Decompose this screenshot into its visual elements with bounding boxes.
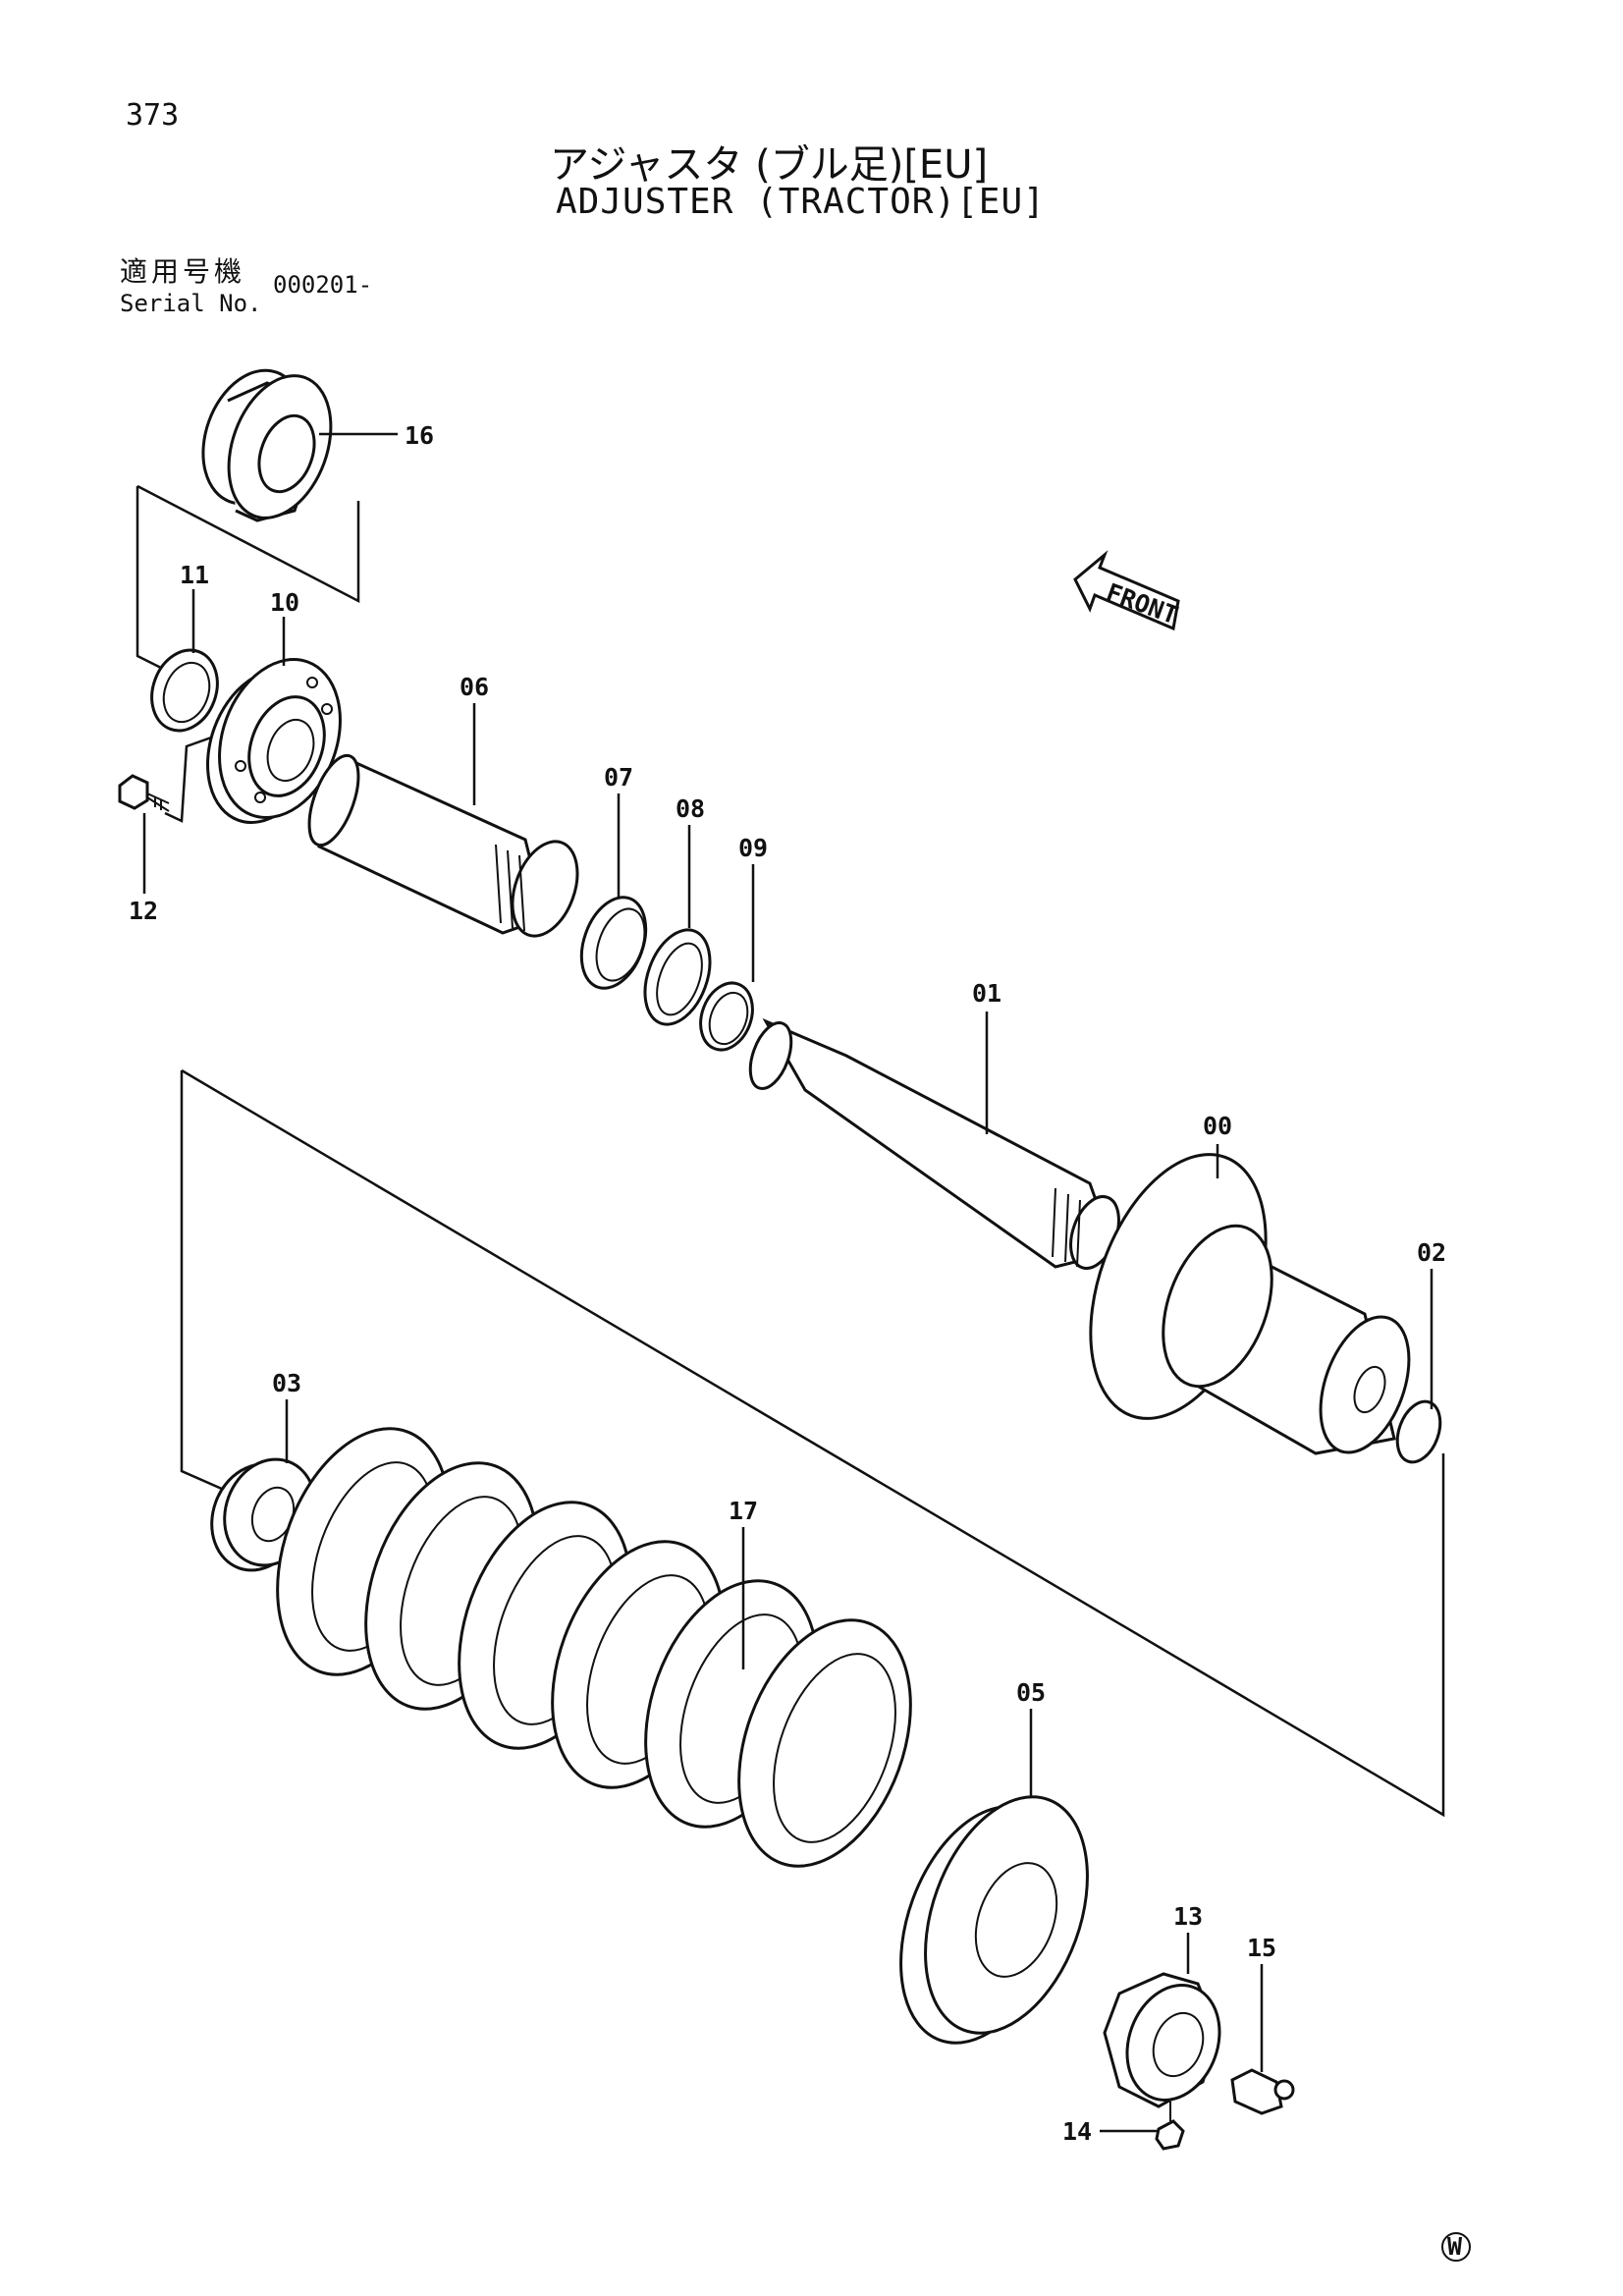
circled-w-mark: W	[1441, 2232, 1471, 2262]
callout-00: 00	[1203, 1112, 1232, 1140]
part-09-snap-ring	[699, 981, 754, 1052]
callout-15: 15	[1247, 1934, 1276, 1962]
callout-06: 06	[460, 673, 489, 701]
leader-lines	[142, 432, 1434, 2133]
callout-17: 17	[729, 1497, 758, 1525]
serial-label-english: Serial No.	[120, 290, 262, 317]
lower-group-bracket	[180, 1068, 1445, 1818]
mark-letter: W	[1447, 2232, 1463, 2261]
callout-16: 16	[405, 421, 434, 450]
front-direction-arrow: FRONT	[1073, 550, 1182, 631]
part-11-o-ring	[150, 648, 219, 733]
callout-01: 01	[972, 979, 1001, 1008]
part-16-bushing	[201, 368, 333, 522]
callout-02: 02	[1417, 1238, 1446, 1267]
bolt-bracket	[164, 730, 229, 823]
part-10-flange-housing	[206, 658, 342, 824]
part-15-grease-fitting	[1230, 2068, 1295, 2115]
part-00-cylinder-body	[1089, 1153, 1411, 1455]
part-08-seal	[643, 928, 712, 1026]
callout-08: 08	[676, 794, 705, 823]
serial-value: 000201-	[273, 271, 373, 299]
part-02-o-ring	[1395, 1399, 1442, 1464]
part-17-spring	[276, 1427, 912, 1868]
callout-05: 05	[1016, 1678, 1046, 1707]
callout-11: 11	[180, 561, 209, 589]
page-number: 373	[126, 98, 180, 133]
callout-03: 03	[272, 1369, 301, 1397]
part-06-cylinder	[307, 753, 579, 938]
callout-07: 07	[604, 763, 633, 792]
upper-group-bracket	[135, 484, 360, 672]
part-14-plug	[1155, 2102, 1185, 2151]
part-05-spring-seat	[899, 1795, 1089, 2045]
title-english: ADJUSTER (TRACTOR)[EU]	[556, 182, 1046, 222]
part-12-bolt	[118, 774, 170, 812]
callout-10: 10	[270, 588, 299, 617]
callout-14: 14	[1062, 2117, 1092, 2146]
part-07-ring	[579, 896, 648, 990]
callout-13: 13	[1173, 1902, 1203, 1931]
serial-label-japanese: 適用号機	[120, 255, 246, 288]
part-01-rod	[748, 1017, 1120, 1270]
part-13-nut	[1103, 1972, 1221, 2108]
title-japanese: アジャスタ (ブル足)[EU]	[550, 142, 989, 188]
callout-12: 12	[129, 897, 158, 925]
callout-09: 09	[738, 834, 768, 862]
